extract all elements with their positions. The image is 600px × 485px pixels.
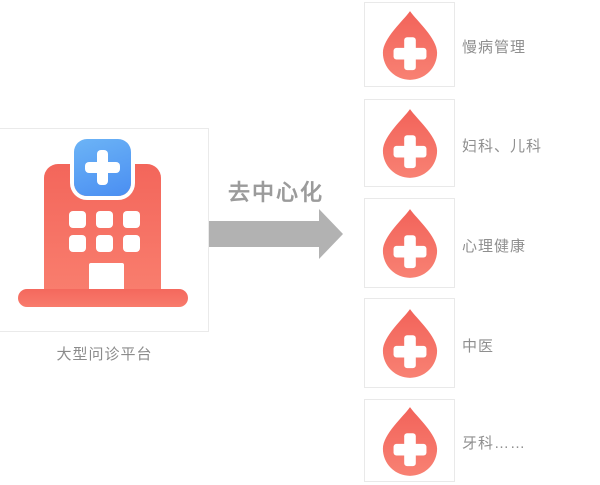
arrow-label: 去中心化: [227, 180, 324, 205]
specialty-box-1: [364, 2, 455, 87]
hospital-door: [89, 263, 124, 290]
specialty-label-2: 妇科、儿科: [462, 138, 543, 155]
hospital-window: [69, 235, 86, 252]
hospital-window: [123, 235, 140, 252]
specialty-label-3: 心理健康: [462, 238, 527, 255]
platform-label: 大型问诊平台: [56, 346, 153, 363]
hospital-window: [69, 211, 86, 228]
blood-drop-icon: [382, 406, 437, 476]
hospital-icon: [0, 129, 208, 331]
specialty-box-3: [364, 198, 455, 288]
specialty-box-2: [364, 99, 455, 187]
arrow-body: [209, 221, 319, 247]
hospital-window: [96, 235, 113, 252]
arrow-head-icon: [319, 209, 343, 259]
blood-drop-icon: [382, 109, 437, 178]
hospital-window: [123, 211, 140, 228]
specialty-label-4: 中医: [462, 338, 495, 355]
blood-drop-icon: [382, 10, 437, 80]
medical-cross-badge-icon: [74, 139, 131, 196]
specialty-label-1: 慢病管理: [462, 39, 527, 56]
cross-bar: [97, 150, 108, 185]
blood-drop-icon: [382, 209, 437, 278]
hospital-base: [18, 289, 188, 307]
specialty-label-5: 牙科……: [462, 435, 527, 452]
blood-drop-icon: [382, 309, 437, 378]
hospital-window: [96, 211, 113, 228]
platform-panel: [0, 128, 209, 332]
specialty-box-5: [364, 399, 455, 482]
specialty-box-4: [364, 298, 455, 388]
